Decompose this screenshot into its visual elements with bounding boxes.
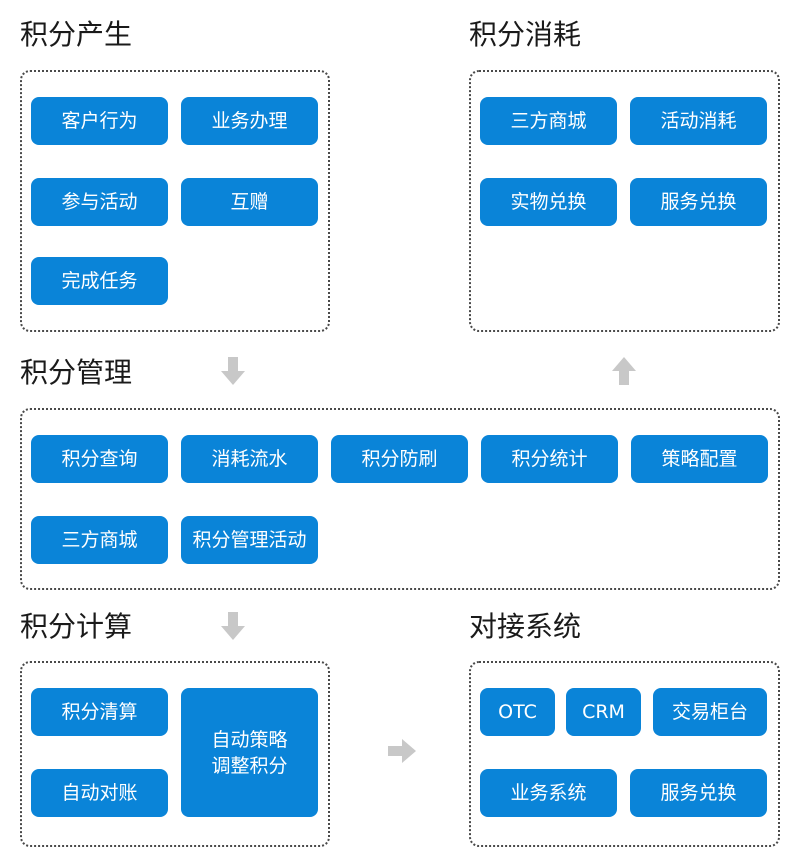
arrow-up-icon (612, 357, 636, 385)
item-points-query[interactable]: 积分查询 (31, 435, 168, 483)
calc-group (20, 661, 330, 847)
item-points-clearing[interactable]: 积分清算 (31, 688, 168, 736)
item-trading-counter[interactable]: 交易柜台 (653, 688, 767, 736)
item-auto-reconcile[interactable]: 自动对账 (31, 769, 168, 817)
arrow-down-icon (221, 612, 245, 640)
item-business-handling[interactable]: 业务办理 (181, 97, 318, 145)
item-join-activity[interactable]: 参与活动 (31, 178, 168, 226)
section-title-consume: 积分消耗 (469, 18, 582, 51)
arrow-down-icon (221, 357, 245, 385)
item-connect-service-exchange[interactable]: 服务兑换 (630, 769, 767, 817)
section-title-manage: 积分管理 (20, 356, 133, 389)
connect-group (469, 661, 780, 847)
item-points-statistics[interactable]: 积分统计 (481, 435, 618, 483)
item-physical-exchange[interactable]: 实物兑换 (480, 178, 617, 226)
section-title-generate: 积分产生 (20, 18, 133, 51)
consume-group (469, 70, 780, 332)
item-strategy-config[interactable]: 策略配置 (631, 435, 768, 483)
item-anti-fraud[interactable]: 积分防刷 (331, 435, 468, 483)
arrow-right-icon (388, 739, 416, 763)
item-auto-strategy-adjust[interactable]: 自动策略调整积分 (181, 688, 318, 817)
item-customer-behavior[interactable]: 客户行为 (31, 97, 168, 145)
item-activity-consume[interactable]: 活动消耗 (630, 97, 767, 145)
item-crm[interactable]: CRM (566, 688, 641, 736)
section-title-calc: 积分计算 (20, 610, 133, 643)
item-service-exchange[interactable]: 服务兑换 (630, 178, 767, 226)
item-consume-flow[interactable]: 消耗流水 (181, 435, 318, 483)
item-third-party-mall[interactable]: 三方商城 (480, 97, 617, 145)
item-manage-activity[interactable]: 积分管理活动 (181, 516, 318, 564)
item-mutual-gift[interactable]: 互赠 (181, 178, 318, 226)
item-otc[interactable]: OTC (480, 688, 555, 736)
manage-group (20, 408, 780, 590)
section-title-connect: 对接系统 (469, 610, 582, 643)
item-complete-task[interactable]: 完成任务 (31, 257, 168, 305)
generate-group (20, 70, 330, 332)
item-manage-third-party-mall[interactable]: 三方商城 (31, 516, 168, 564)
item-business-system[interactable]: 业务系统 (480, 769, 617, 817)
